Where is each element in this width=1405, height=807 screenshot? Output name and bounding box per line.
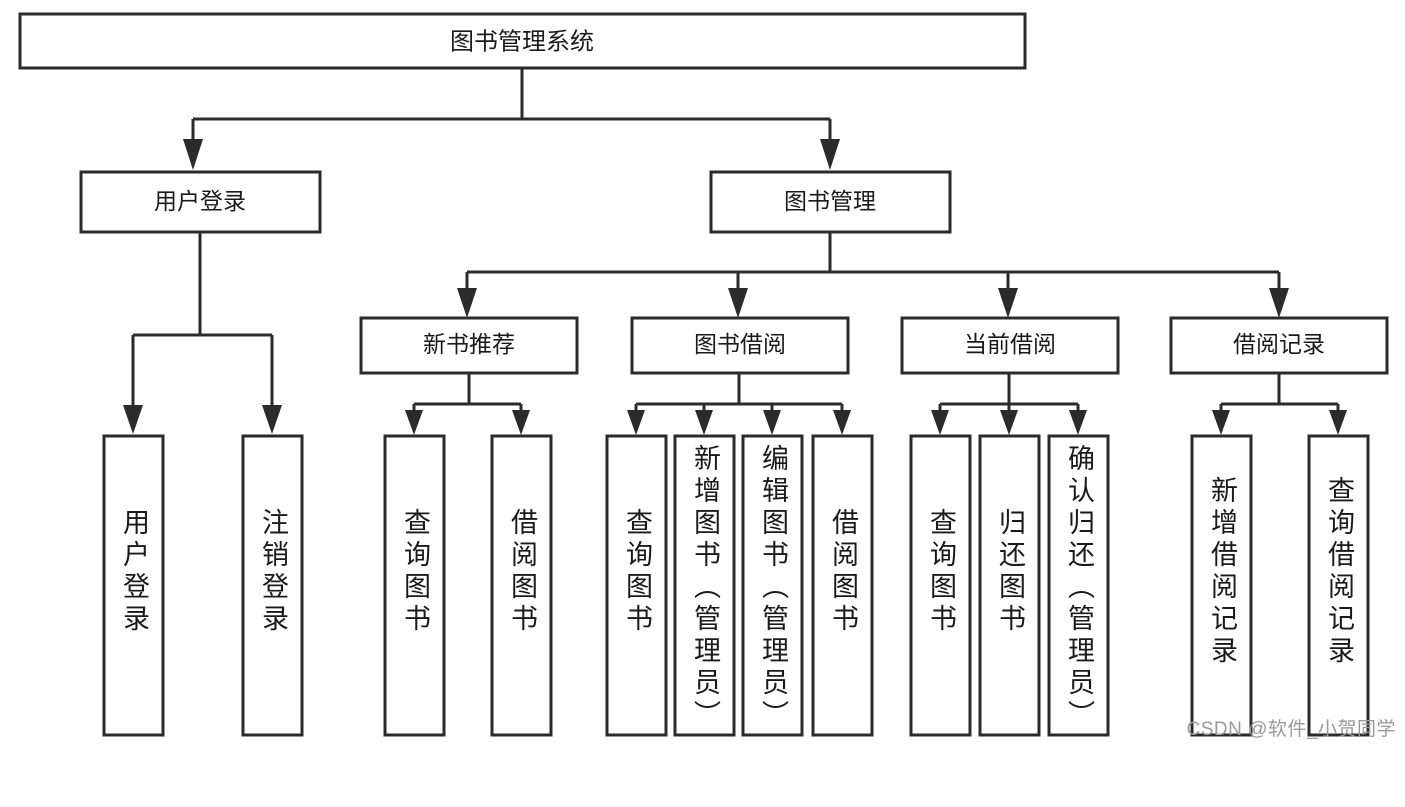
arrow-head-user-login	[183, 139, 203, 170]
node-leaf-edit-book-box[interactable]	[741, 434, 804, 737]
node-book-manage-label: 图书管理	[784, 188, 876, 214]
node-book-borrow-label: 图书借阅	[694, 331, 786, 357]
node-borrow-record-box[interactable]	[1169, 316, 1389, 375]
node-leaf-borrow-book-2-box[interactable]	[811, 434, 874, 737]
node-book-manage-box[interactable]	[709, 170, 952, 234]
arrow-head-leaf-query-book-1	[405, 410, 423, 435]
arrow-head-leaf-query-record	[1329, 410, 1347, 435]
arrow-head-new-book-rec	[457, 288, 477, 318]
connector-group-borrow-record	[1212, 373, 1347, 435]
arrow-head-book-borrow	[728, 288, 748, 318]
functional-structure-diagram: 图书管理系统 用户登录 图书管理 新书推荐 图书借阅 当前借阅 借阅记录	[18, 12, 1396, 740]
arrow-head-current-borrow	[998, 288, 1018, 318]
node-root[interactable]: 图书管理系统	[18, 12, 1027, 70]
node-new-book-rec[interactable]: 新书推荐	[359, 316, 579, 375]
arrow-head-book-manage	[820, 139, 840, 170]
node-user-login-box[interactable]	[79, 170, 322, 234]
arrow-head-leaf-add-record	[1212, 410, 1230, 435]
connector-group-book-manage	[457, 232, 1289, 318]
node-new-book-rec-box[interactable]	[359, 316, 579, 375]
arrow-head-leaf-add-book	[695, 410, 713, 435]
node-current-borrow-label: 当前借阅	[964, 331, 1056, 357]
csdn-watermark: CSDN @软件_小贺同学	[1186, 719, 1396, 740]
connector-group-current-borrow	[931, 373, 1087, 435]
node-book-borrow[interactable]: 图书借阅	[630, 316, 850, 375]
node-leaf-borrow-book-1-box[interactable]	[490, 434, 553, 737]
node-root-box[interactable]	[18, 12, 1027, 70]
connector-group-user-login	[123, 232, 282, 434]
node-book-borrow-box[interactable]	[630, 316, 850, 375]
node-leaf-query-book-2-box[interactable]	[605, 434, 668, 737]
node-user-login[interactable]: 用户登录	[79, 170, 322, 234]
arrow-head-leaf-user-login	[123, 405, 143, 434]
arrow-head-leaf-edit-book	[763, 410, 781, 435]
connector-group-root	[183, 68, 840, 170]
node-book-manage[interactable]: 图书管理	[709, 170, 952, 234]
node-leaf-query-record-box[interactable]	[1307, 434, 1370, 737]
node-root-label: 图书管理系统	[450, 28, 594, 55]
arrow-head-leaf-confirm-return	[1069, 410, 1087, 435]
arrow-head-leaf-query-book-2	[627, 410, 645, 435]
node-borrow-record-label: 借阅记录	[1233, 331, 1325, 357]
arrow-head-leaf-query-book-3	[931, 410, 949, 435]
node-borrow-record[interactable]: 借阅记录	[1169, 316, 1389, 375]
node-leaf-user-login-box[interactable]	[102, 434, 165, 737]
arrow-head-leaf-borrow-book-2	[833, 410, 851, 435]
node-leaf-add-record-box[interactable]	[1190, 434, 1253, 737]
connector-group-new-book-rec	[405, 373, 530, 435]
node-leaf-confirm-return-box[interactable]	[1047, 434, 1110, 737]
node-new-book-rec-label: 新书推荐	[423, 331, 515, 357]
node-current-borrow[interactable]: 当前借阅	[900, 316, 1120, 375]
node-leaf-query-book-3-box[interactable]	[909, 434, 972, 737]
node-leaf-add-book-box[interactable]	[673, 434, 736, 737]
node-current-borrow-box[interactable]	[900, 316, 1120, 375]
diagram-canvas: 图书管理系统 用户登录 图书管理 新书推荐 图书借阅 当前借阅 借阅记录	[18, 12, 1389, 737]
node-leaf-return-book-box[interactable]	[978, 434, 1041, 737]
node-leaf-logout-box[interactable]	[241, 434, 304, 737]
arrow-head-borrow-record	[1269, 288, 1289, 318]
connector-group-book-borrow	[627, 373, 851, 435]
arrow-head-leaf-return-book	[1000, 410, 1018, 435]
node-leaf-query-book-1-box[interactable]	[383, 434, 446, 737]
node-user-login-label: 用户登录	[154, 188, 246, 214]
arrow-head-leaf-logout	[262, 405, 282, 434]
arrow-head-leaf-borrow-book-1	[512, 410, 530, 435]
